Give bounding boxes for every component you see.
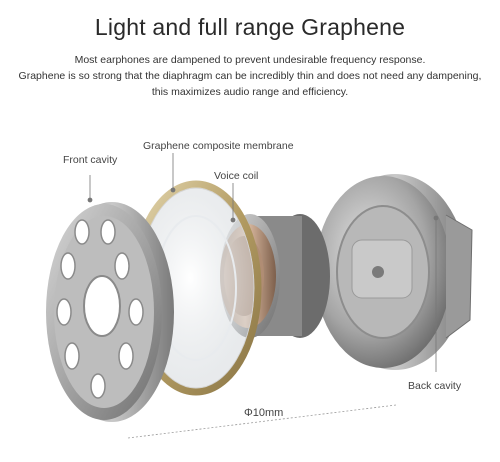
membrane-label: Graphene composite membrane [143, 140, 294, 152]
back-cavity-label: Back cavity [408, 380, 462, 392]
back-cavity-housing [315, 174, 473, 370]
front-cavity-grille [46, 202, 174, 422]
dimension-label: Φ10mm [244, 407, 284, 419]
front-cavity-label: Front cavity [63, 154, 118, 166]
description-line-3: this maximizes audio range and efficienc… [151, 86, 349, 98]
description-line-2: Graphene is so strong that the diaphragm… [18, 70, 482, 82]
description-line-1: Most earphones are dampened to prevent u… [74, 54, 426, 66]
page-title: Light and full range Graphene [94, 14, 406, 40]
dimension-line [127, 404, 397, 439]
voice-coil-label: Voice coil [214, 170, 259, 182]
